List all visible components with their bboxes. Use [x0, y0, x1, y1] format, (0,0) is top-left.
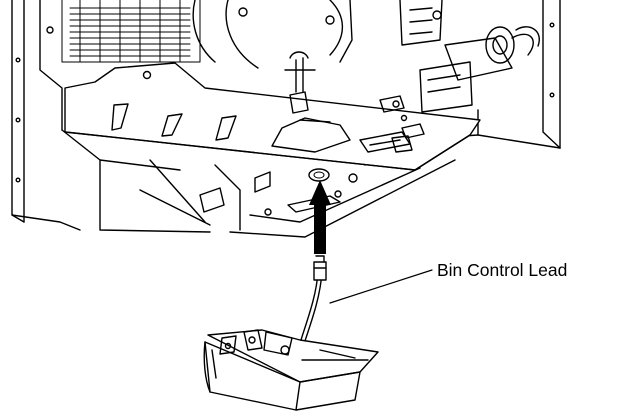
condenser-fins — [61, 0, 201, 63]
fan-shroud — [192, 0, 353, 69]
sensor-opening[interactable] — [308, 168, 330, 182]
mounting-plate[interactable] — [64, 62, 481, 171]
callout-leader-line — [329, 269, 433, 304]
wire-clip — [284, 51, 316, 93]
refrigeration-valve — [399, 0, 540, 113]
up-arrow — [309, 180, 331, 254]
bin-control-lead-wire — [297, 255, 327, 351]
cabinet-lower-frame — [61, 129, 456, 238]
bin-control-bracket[interactable] — [203, 329, 379, 411]
cabinet-left-wall — [11, 0, 81, 231]
callout-bin-control-lead: Bin Control Lead — [437, 260, 568, 280]
cabinet-right-wall — [462, 0, 561, 149]
